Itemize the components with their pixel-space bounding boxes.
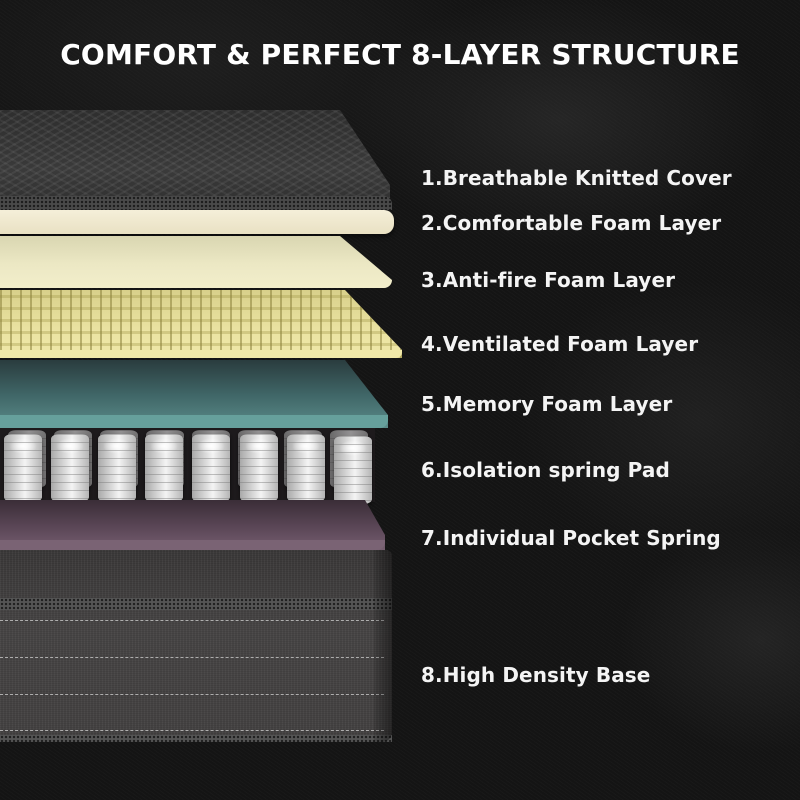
high-density-base-layer [0, 550, 392, 742]
spring-coil [98, 434, 136, 502]
anti-fire-foam-layer [0, 236, 392, 288]
ventilated-foam-edge [0, 350, 402, 358]
layer-label-2: 2.Comfortable Foam Layer [421, 211, 722, 235]
base-stitch-line [0, 657, 384, 658]
base-stitch-line [0, 694, 384, 695]
cover-mesh-border [0, 196, 392, 210]
spring-coil [51, 434, 89, 502]
ventilated-foam-layer [0, 290, 402, 358]
isolation-pad-edge [0, 540, 385, 550]
layer-label-5: 5.Memory Foam Layer [421, 392, 673, 416]
pocket-springs-layer [0, 428, 375, 504]
spring-coil [240, 434, 278, 502]
knitted-cover-layer [0, 110, 390, 210]
mattress-cross-section-illustration [0, 110, 402, 742]
layer-label-1: 1.Breathable Knitted Cover [421, 166, 732, 190]
base-mesh-border-top [0, 598, 392, 610]
spring-coil [4, 434, 42, 502]
memory-foam-edge [0, 415, 388, 428]
layer-label-3: 3.Anti-fire Foam Layer [421, 268, 676, 292]
spring-coil [145, 434, 183, 502]
layer-label-6: 6.Isolation spring Pad [421, 458, 670, 482]
spring-coil [334, 436, 372, 504]
comfortable-foam-layer [0, 210, 394, 234]
page-title: COMFORT & PERFECT 8-LAYER STRUCTURE [60, 38, 740, 71]
layer-label-7: 7.Individual Pocket Spring [421, 526, 721, 550]
layer-label-4: 4.Ventilated Foam Layer [421, 332, 699, 356]
spring-coil [192, 434, 230, 502]
base-stitch-line [0, 620, 384, 621]
spring-coil [287, 434, 325, 502]
layer-label-8: 8.High Density Base [421, 663, 651, 687]
base-mesh-border-bottom [0, 735, 392, 742]
base-stitch-line [0, 730, 384, 731]
base-side-shading [374, 550, 392, 742]
